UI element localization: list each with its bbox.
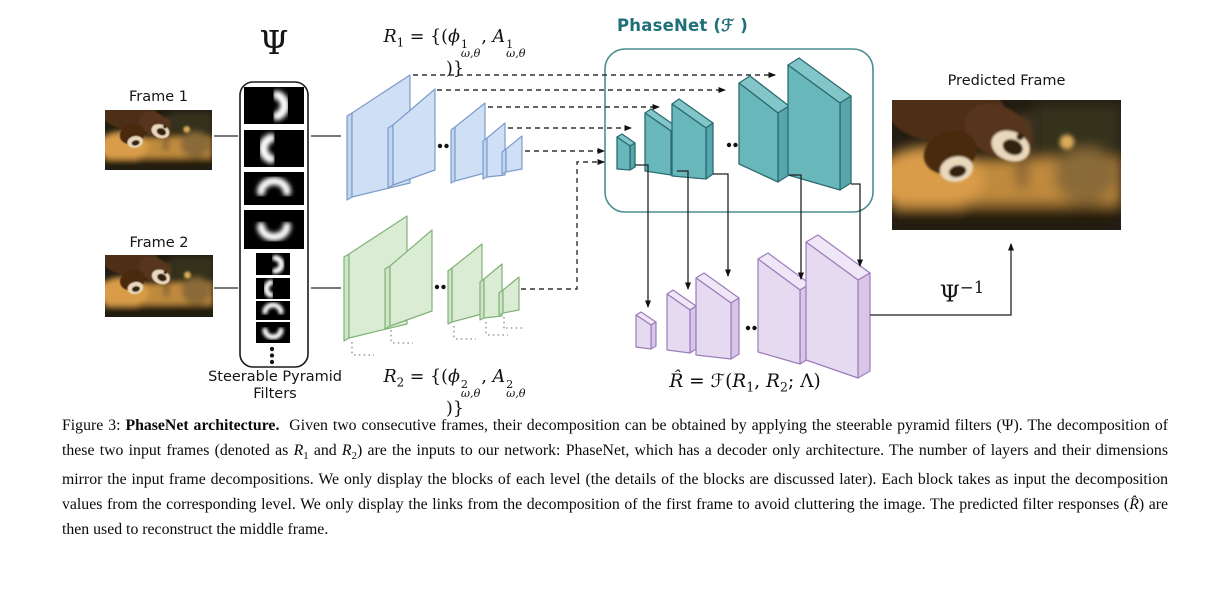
filter-tile-small-4 [256,322,290,343]
filter-bank-ellipsis-dots [269,346,275,365]
filter-tile-small-2 [256,278,290,299]
response-block-2 [666,289,697,354]
response-block-4 [757,252,811,365]
predicted-response-blocks [635,234,871,379]
phasenet-block-1 [616,133,636,171]
predicted-frame-label: Predicted Frame [947,73,1066,89]
filter-bank-label: Steerable Pyramid Filters [200,369,350,402]
skip-connections [413,72,776,290]
phasenet-decoder-blocks [616,57,852,191]
r2-block-4 [479,263,503,321]
r1-block-4 [482,122,506,180]
response-block-3 [695,272,740,360]
phasenet-block-5 [787,57,852,191]
r2-decomposition-blocks [343,215,520,342]
r1-block-5 [501,135,523,175]
r2-block-3 [447,243,483,325]
filter-bank-label-line2: Filters [253,385,297,402]
decoder-output-arrows [635,164,863,308]
reconstruction-path [870,243,1014,316]
filter-tile-large-1 [244,87,304,124]
filter-tile-small-1 [256,253,290,275]
psi-symbol: Ψ [259,23,289,62]
predicted-frame-image [875,79,1121,230]
decode-arrow-2 [677,170,691,290]
decode-arrow-1 [635,164,651,308]
response-block-5 [805,234,871,379]
filter-bank [239,81,309,368]
filter-bank-label-line1: Steerable Pyramid [208,369,342,385]
phasenet-box [604,48,874,213]
filter-tile-large-4 [244,210,304,249]
decode-arrow-4 [789,174,804,280]
response-block-1 [635,311,657,350]
r1-block-2 [387,88,436,189]
frame1-image [97,100,212,170]
frame2-label: Frame 2 [129,235,189,251]
phasenet-ellipsis-dots [726,142,745,148]
phasenet-label: PhaseNet (ℱ ) [617,16,749,35]
decode-arrow-3 [713,173,731,277]
phasenet-block-4 [738,75,790,183]
decode-arrow-5 [851,183,863,267]
r2-block-2 [384,229,433,330]
skip-link-frame2 [521,159,605,290]
figure-caption: Figure 3: PhaseNet architecture. Given t… [62,417,1168,538]
r1-block-3 [450,102,486,184]
r2-block-5 [498,276,520,316]
filter-tile-large-3 [244,172,304,205]
connector-lines [214,135,341,289]
psi-inverse-label: Ψ−1 [939,278,985,308]
frame2-image [97,245,213,317]
level-guides [351,317,522,356]
filter-tile-small-3 [256,301,290,320]
frame1-label: Frame 1 [128,89,188,105]
phasenet-block-3 [671,98,714,180]
r1-decomposition-blocks [346,74,523,201]
architecture-diagram [0,48,1231,379]
rhat-formula: R̂ = ℱ(R1, R2; Λ) [669,371,821,395]
filter-tile-large-2 [244,130,304,167]
